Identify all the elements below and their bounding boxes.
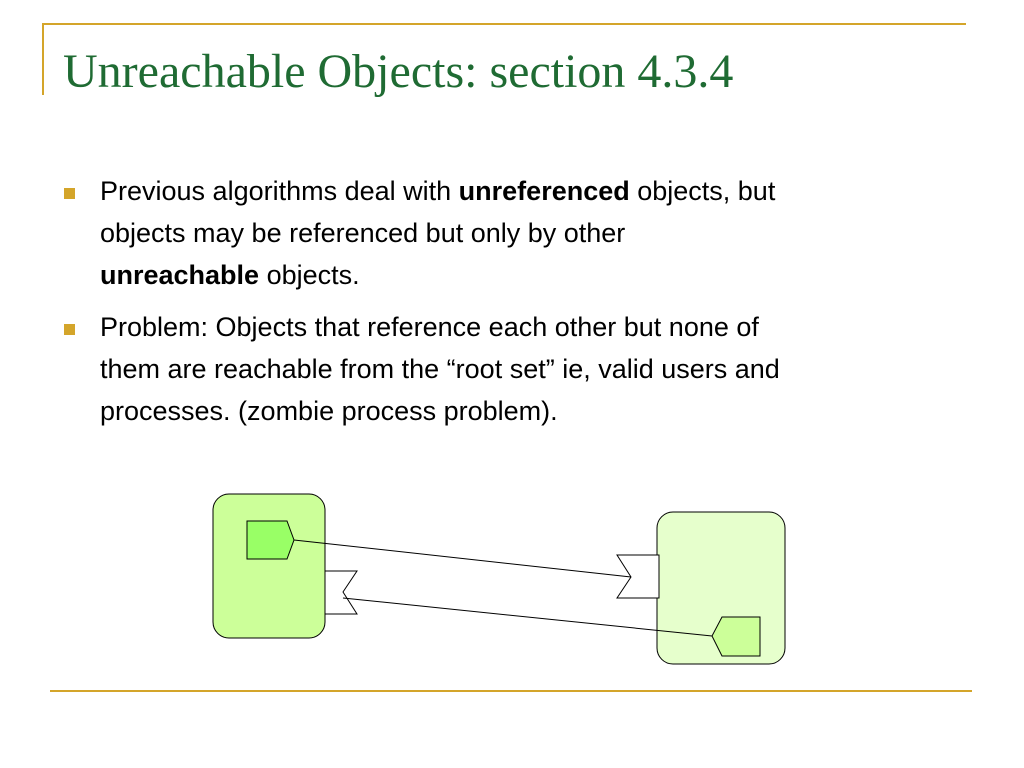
square-bullet-icon: [64, 188, 75, 199]
left-outgoing-pointer-icon: [246, 520, 295, 560]
left-incoming-pointer-icon: [324, 570, 358, 615]
bullet-bold-text: unreachable: [100, 260, 260, 290]
reference-arrow-right-to-left: [342, 597, 713, 637]
top-border-line: [42, 23, 966, 25]
left-border-line: [42, 23, 44, 95]
bullet-bold-text: unreferenced: [458, 176, 630, 206]
reference-arrow-left-to-right: [293, 539, 632, 578]
bullet-text: Problem: Objects that reference each oth…: [100, 312, 759, 342]
bullet-text: objects may be referenced but only by ot…: [100, 218, 626, 248]
bullet-text: Previous algorithms deal with: [100, 176, 459, 206]
right-outgoing-pointer-icon: [711, 616, 761, 657]
bullet-text: them are reachable from the “root set” i…: [100, 354, 780, 384]
bullet-item: Previous algorithms deal with unreferenc…: [64, 170, 984, 296]
left-object-box: [212, 493, 326, 639]
slide-title: Unreachable Objects: section 4.3.4: [63, 45, 734, 98]
bullet-list: Previous algorithms deal with unreferenc…: [64, 170, 984, 442]
bullet-text: processes. (zombie process problem).: [100, 396, 558, 426]
bullet-text: objects.: [259, 260, 360, 290]
bottom-border-line: [50, 690, 972, 692]
bullet-text: objects, but: [629, 176, 776, 206]
right-incoming-pointer-icon: [616, 554, 660, 599]
square-bullet-icon: [64, 324, 75, 335]
bullet-item: Problem: Objects that reference each oth…: [64, 306, 984, 432]
